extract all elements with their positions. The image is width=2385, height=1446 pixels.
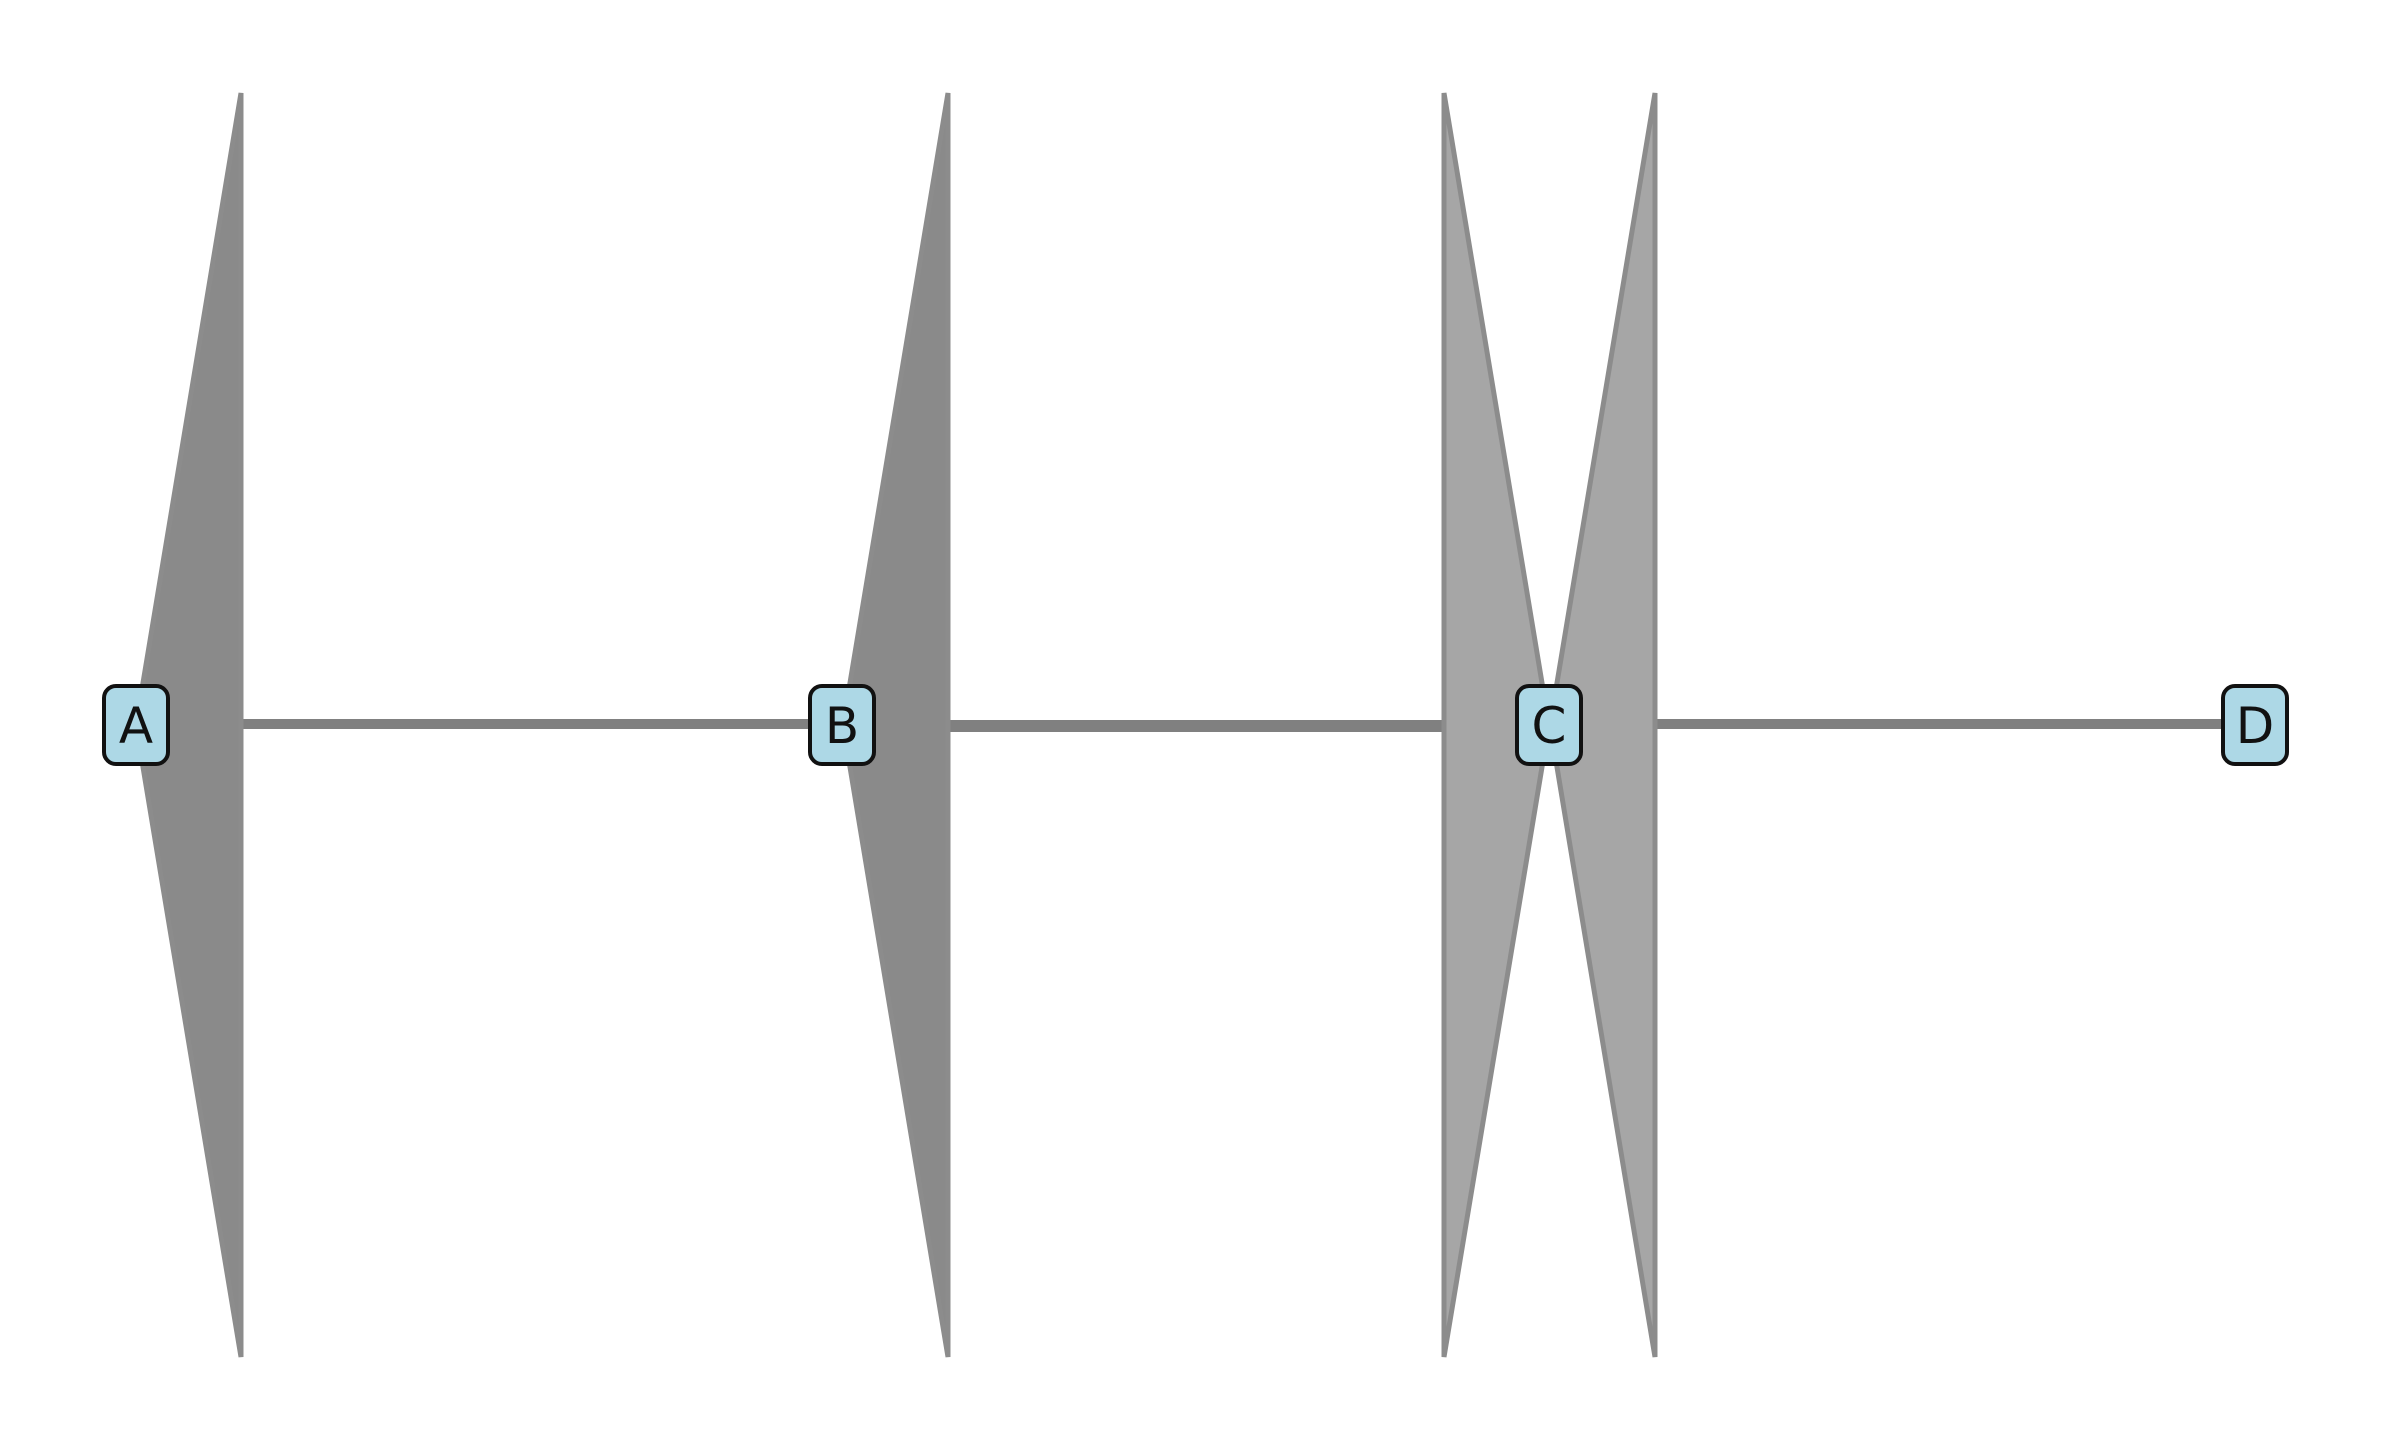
node-a: A <box>102 684 170 766</box>
node-b: B <box>808 684 876 766</box>
wedge-c-right <box>1547 92 1658 1358</box>
wedge-a <box>133 92 244 1358</box>
node-d: D <box>2221 684 2289 766</box>
node-c-label: C <box>1532 697 1567 755</box>
wedge-b <box>840 92 951 1358</box>
node-c: C <box>1515 684 1583 766</box>
node-a-label: A <box>119 697 153 755</box>
wedge-c-left <box>1441 92 1552 1358</box>
node-b-label: B <box>825 697 859 755</box>
node-d-label: D <box>2236 697 2275 755</box>
